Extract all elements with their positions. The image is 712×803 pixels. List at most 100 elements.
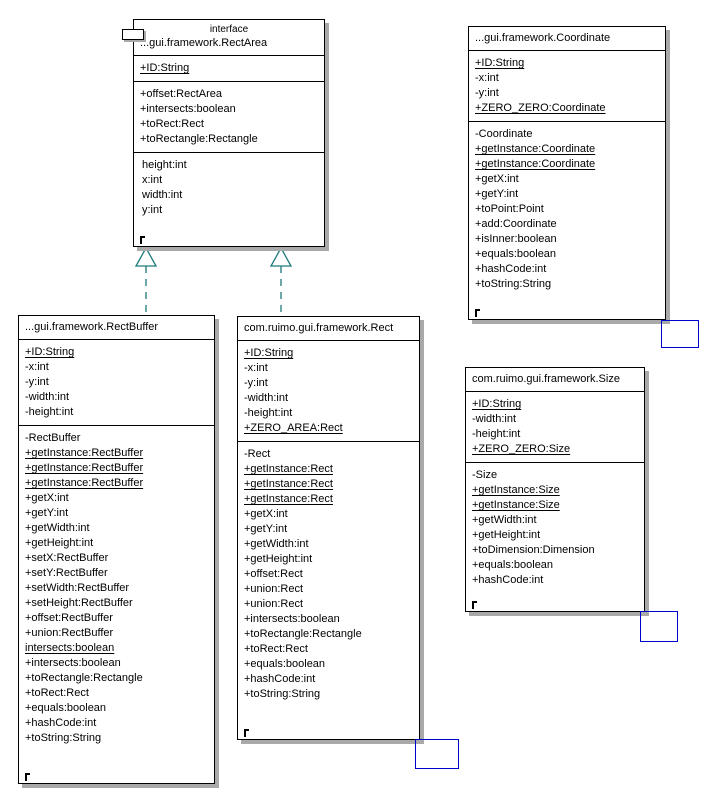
class-name: com.ruimo.gui.framework.Rect — [244, 322, 394, 334]
attribute-item: -width:int — [244, 392, 289, 404]
class-name: ...gui.framework.RectArea — [140, 37, 268, 49]
operations-compartment: +offset:RectArea +intersects:boolean +to… — [134, 82, 324, 153]
operation-item: +getInstance:RectBuffer — [25, 477, 144, 489]
attribute-item: -y:int — [25, 376, 49, 388]
operation-item: +intersects:boolean — [140, 103, 236, 115]
operations-compartment: -Size +getInstance:Size +getInstance:Siz… — [466, 463, 644, 590]
operation-item: +getInstance:Coordinate — [475, 158, 596, 170]
attribute-item: -height:int — [472, 428, 521, 440]
operation-item: +getInstance:Coordinate — [475, 143, 596, 155]
operation-item: +intersects:boolean — [244, 613, 340, 625]
operation-item: +hashCode:int — [475, 263, 547, 275]
operation-item: +toRect:Rect — [244, 643, 308, 655]
attribute-item: +ID:String — [475, 57, 525, 69]
operation-item: +getY:int — [244, 523, 288, 535]
operation-item: +add:Coordinate — [475, 218, 557, 230]
operation-item: +getY:int — [25, 507, 69, 519]
class-box-rect[interactable]: com.ruimo.gui.framework.Rect +ID:String … — [237, 316, 420, 740]
class-header-rect: com.ruimo.gui.framework.Rect — [238, 317, 419, 341]
attributes-compartment: +ID:String -x:int -y:int -width:int -hei… — [19, 340, 214, 426]
class-box-rectbuffer[interactable]: ...gui.framework.RectBuffer +ID:String -… — [18, 315, 215, 784]
operation-item: +getWidth:int — [472, 514, 537, 526]
property-item: y:int — [142, 204, 163, 216]
attributes-compartment: +ID:String -width:int -height:int +ZERO_… — [466, 392, 644, 463]
attribute-item: +ZERO_ZERO:Coordinate — [475, 102, 606, 114]
operation-item: +hashCode:int — [25, 717, 97, 729]
class-header-rectarea: interface ...gui.framework.RectArea — [134, 20, 324, 56]
operation-item: +toRect:Rect — [140, 118, 204, 130]
attribute-item: -y:int — [244, 377, 268, 389]
operations-compartment: -RectBuffer +getInstance:RectBuffer +get… — [19, 426, 214, 748]
operation-item: +getInstance:Rect — [244, 463, 333, 475]
operation-item: +toString:String — [25, 732, 102, 744]
operation-item: +equals:boolean — [25, 702, 107, 714]
realization-triangle-icon — [134, 246, 158, 267]
operation-item: +toString:String — [244, 688, 321, 700]
attribute-item: +ID:String — [244, 347, 294, 359]
attribute-item: -height:int — [244, 407, 293, 419]
attribute-item: -y:int — [475, 87, 499, 99]
operation-item: +getInstance:Size — [472, 484, 560, 496]
operations-compartment: -Coordinate +getInstance:Coordinate +get… — [469, 122, 665, 294]
attribute-item: +ID:String — [140, 62, 190, 74]
operation-item: +getY:int — [475, 188, 519, 200]
operation-item: +getHeight:int — [25, 537, 94, 549]
attribute-item: +ID:String — [472, 398, 522, 410]
class-header-coordinate: ...gui.framework.Coordinate — [469, 27, 665, 51]
property-item: height:int — [142, 159, 187, 171]
attribute-item: +ZERO_AREA:Rect — [244, 422, 343, 434]
operation-item: +equals:boolean — [472, 559, 554, 571]
attributes-compartment: +ID:String -x:int -y:int +ZERO_ZERO:Coor… — [469, 51, 665, 122]
attributes-compartment: +ID:String — [134, 56, 324, 82]
realization-triangle-icon — [269, 246, 293, 267]
operation-item: +setY:RectBuffer — [25, 567, 108, 579]
operation-item: +getHeight:int — [244, 553, 313, 565]
corner-marker-square-size[interactable] — [640, 611, 678, 642]
operation-item: +setHeight:RectBuffer — [25, 597, 133, 609]
operation-item: +isInner:boolean — [475, 233, 557, 245]
class-header-rectbuffer: ...gui.framework.RectBuffer — [19, 316, 214, 340]
operation-item: +hashCode:int — [472, 574, 544, 586]
operation-item: intersects:boolean — [25, 642, 115, 654]
corner-flag-icon — [140, 236, 145, 244]
operation-item: +getInstance:RectBuffer — [25, 462, 144, 474]
operation-item: +getX:int — [25, 492, 69, 504]
class-header-size: com.ruimo.gui.framework.Size — [466, 368, 644, 392]
attribute-item: +ZERO_ZERO:Size — [472, 443, 571, 455]
operation-item: +setX:RectBuffer — [25, 552, 109, 564]
operation-item: +toRectangle:Rectangle — [25, 672, 143, 684]
operation-item: +intersects:boolean — [25, 657, 121, 669]
interface-socket-icon — [122, 29, 144, 40]
corner-marker-square-rect[interactable] — [415, 739, 459, 769]
operation-item: +getInstance:Size — [472, 499, 560, 511]
operation-item: +offset:Rect — [244, 568, 303, 580]
operation-item: +setWidth:RectBuffer — [25, 582, 130, 594]
class-name: com.ruimo.gui.framework.Size — [472, 373, 620, 385]
class-stereotype: interface — [209, 24, 249, 35]
corner-flag-icon — [25, 773, 30, 781]
class-box-size[interactable]: com.ruimo.gui.framework.Size +ID:String … — [465, 367, 645, 612]
operation-item: +offset:RectBuffer — [25, 612, 113, 624]
attribute-item: -x:int — [244, 362, 268, 374]
corner-flag-icon — [472, 601, 477, 609]
class-box-rectarea[interactable]: interface ...gui.framework.RectArea +ID:… — [122, 19, 325, 247]
attribute-item: -height:int — [25, 406, 74, 418]
class-box-coordinate[interactable]: ...gui.framework.Coordinate +ID:String -… — [468, 26, 666, 320]
operation-item: +getWidth:int — [244, 538, 309, 550]
operation-item: +getHeight:int — [472, 529, 541, 541]
corner-marker-square-coordinate[interactable] — [661, 320, 699, 348]
property-item: width:int — [142, 189, 183, 201]
operation-item: +getInstance:RectBuffer — [25, 447, 144, 459]
operation-item: +hashCode:int — [244, 673, 316, 685]
operation-item: -Coordinate — [475, 128, 533, 140]
operation-item: +toPoint:Point — [475, 203, 544, 215]
operation-item: +getWidth:int — [25, 522, 90, 534]
class-name: ...gui.framework.RectBuffer — [25, 321, 159, 333]
operation-item: +getX:int — [475, 173, 519, 185]
operation-item: +offset:RectArea — [140, 88, 223, 100]
attribute-item: -width:int — [25, 391, 70, 403]
operation-item: +getX:int — [244, 508, 288, 520]
attribute-item: -x:int — [25, 361, 49, 373]
operation-item: +getInstance:Rect — [244, 478, 333, 490]
